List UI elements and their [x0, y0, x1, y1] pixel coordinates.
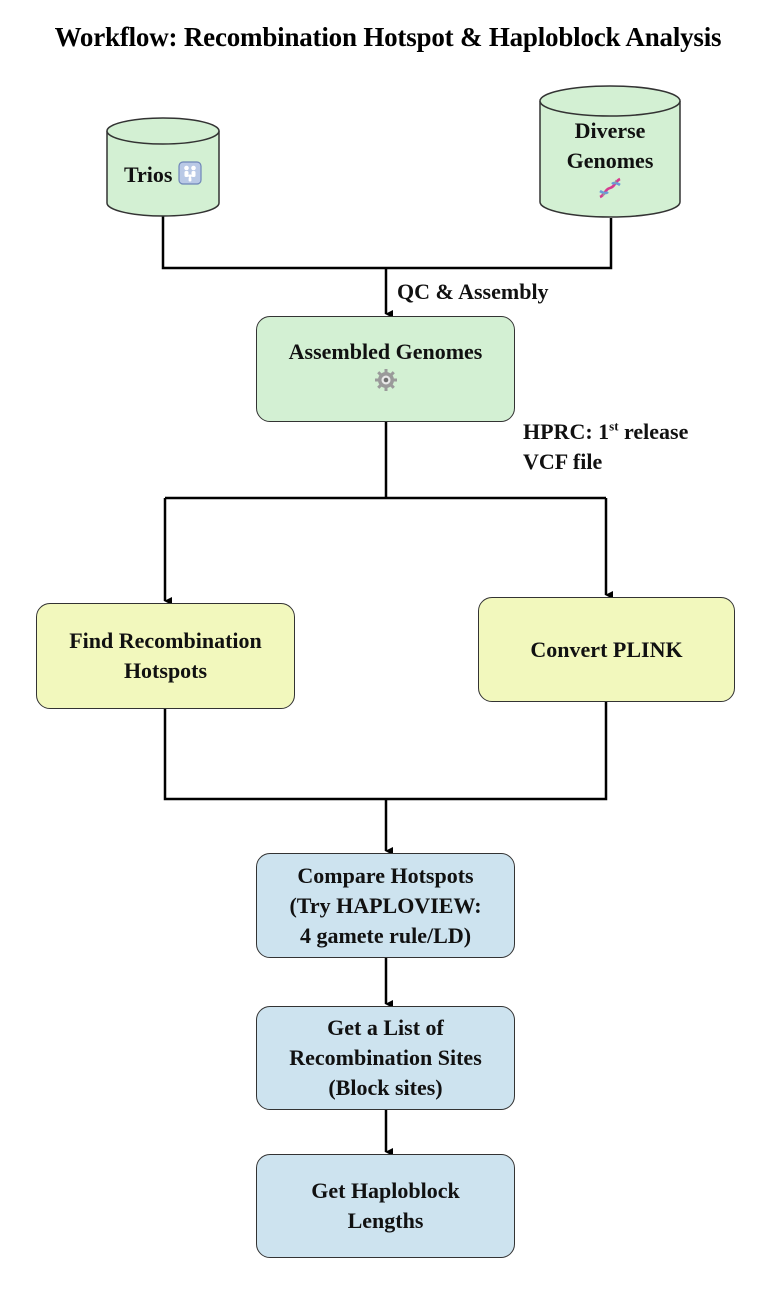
gear-icon [373, 367, 399, 393]
dna-icon [540, 176, 680, 200]
haploblock-line1: Get Haploblock [311, 1178, 460, 1203]
trios-connector [161, 216, 613, 270]
trios-source: Trios [107, 160, 219, 193]
qc-assembly-label: QC & Assembly [397, 279, 549, 304]
trios-cylinder [106, 117, 220, 217]
get-list-line2: Recombination Sites [289, 1045, 482, 1070]
convert-plink-label: Convert PLINK [530, 636, 683, 662]
find-hotspots-line1: Find Recombination [69, 628, 262, 653]
convert-plink-node: Convert PLINK [478, 597, 735, 702]
compare-hotspots-node: Compare Hotspots (Try HAPLOVIEW: 4 gamet… [256, 853, 515, 958]
compare-line3: 4 gamete rule/LD) [299, 922, 472, 948]
hprc-superscript: st [609, 418, 619, 434]
hprc-release-label: HPRC: 1st release [523, 417, 688, 447]
recombination-sites-node: Get a List of Recombination Sites (Block… [256, 1006, 515, 1110]
assembled-genomes-label: Assembled Genomes [288, 339, 483, 364]
diverse-genomes-source: Diverse Genomes [540, 116, 680, 200]
trios-label: Trios [124, 162, 173, 187]
compare-line1: Compare Hotspots [297, 862, 474, 888]
compare-line2: (Try HAPLOVIEW: [289, 892, 482, 918]
diagram-title: Workflow: Recombination Hotspot & Haplob… [54, 22, 722, 52]
get-list-line1: Get a List of [327, 1015, 444, 1040]
merge-connector [163, 702, 608, 801]
hprc-prefix: HPRC: 1 [523, 419, 610, 444]
diverse-genomes-cylinder [539, 85, 681, 218]
vcf-file-label: VCF file [523, 449, 603, 474]
diverse-label-line1: Diverse [574, 118, 646, 143]
diverse-label-line2: Genomes [566, 148, 654, 173]
haploblock-line2: Lengths [347, 1208, 424, 1233]
family-icon [178, 161, 202, 193]
haploblock-lengths-node: Get Haploblock Lengths [256, 1154, 515, 1258]
assembled-genomes-node: Assembled Genomes [256, 316, 515, 422]
hprc-suffix: release [618, 419, 689, 444]
find-recombination-hotspots-node: Find Recombination Hotspots [36, 603, 295, 709]
find-hotspots-line2: Hotspots [123, 658, 208, 683]
get-list-line3: (Block sites) [328, 1075, 443, 1100]
